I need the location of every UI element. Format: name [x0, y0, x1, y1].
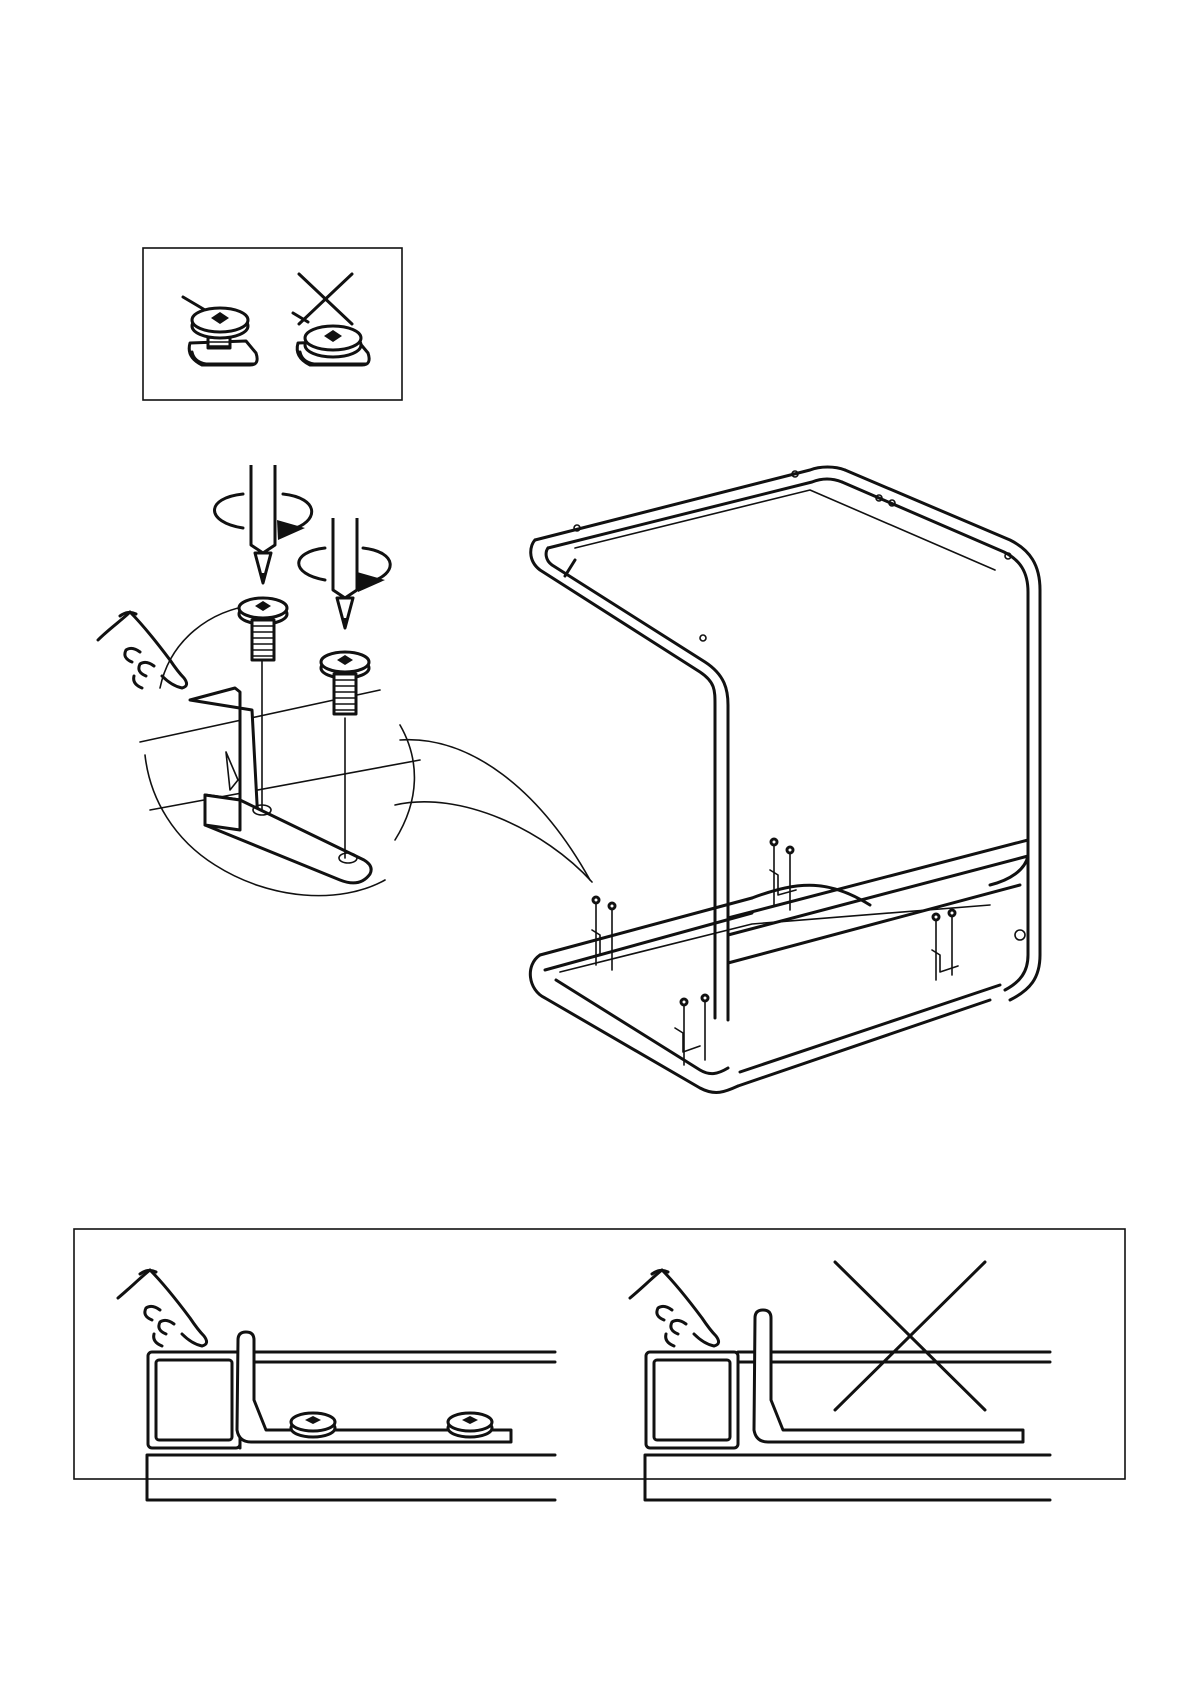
screw-seating-inset: [143, 248, 402, 400]
screw-2: [321, 652, 369, 714]
table-frame: [530, 467, 1040, 1092]
cross-icon: [835, 1262, 985, 1410]
pointing-hand-icon: [98, 612, 187, 688]
frame-bracket-4: [675, 995, 708, 1065]
cross-icon: [299, 274, 352, 324]
bracket-position-inset: [74, 1229, 1125, 1500]
phillips-screwdriver-icon: [215, 465, 312, 585]
incorrect-screw-example: [293, 274, 369, 365]
phillips-screwdriver-icon: [299, 518, 390, 630]
inset-frame: [143, 248, 402, 400]
pointing-hand-icon: [118, 1270, 207, 1346]
pointing-hand-icon: [630, 1270, 719, 1346]
frame-bracket-2: [770, 839, 796, 910]
correct-bracket-example: [118, 1270, 555, 1500]
incorrect-bracket-example: [630, 1262, 1050, 1500]
bracket-detail: [140, 605, 592, 896]
frame-bracket-3: [932, 910, 958, 980]
correct-screw-example: [183, 297, 257, 365]
screw-1: [239, 598, 287, 660]
